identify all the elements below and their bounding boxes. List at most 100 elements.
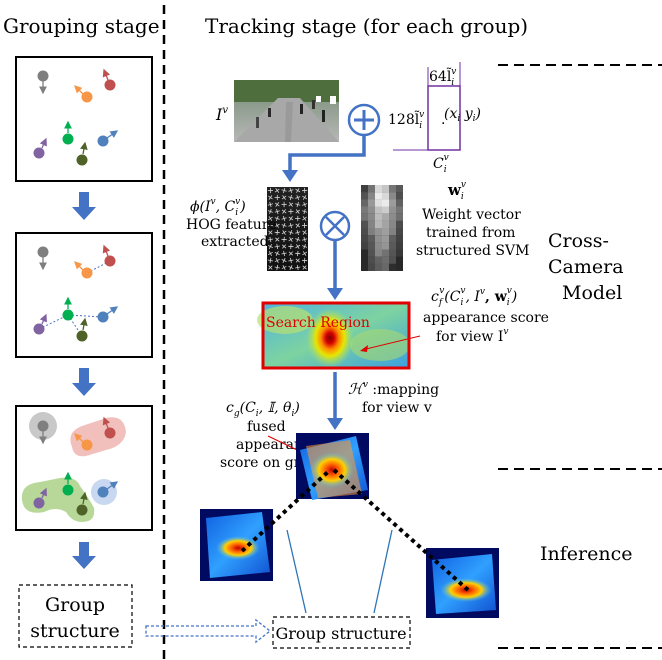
group-link-right [373,529,393,614]
grouping-panel-3 [15,405,153,531]
weight-cell [368,185,375,193]
hog-glyph [268,265,273,270]
hog-glyph [302,195,308,200]
weight-cell [382,228,389,236]
weight-cell [361,185,368,193]
weight-cell [389,235,396,243]
box-center-label: (xi yi) [444,106,481,124]
hog-glyph [295,238,301,241]
camera-image-symbol: Iv [215,105,228,124]
view-plane-right [426,548,499,618]
hog-glyph [296,244,300,249]
weight-cell [382,242,389,250]
person-red [104,79,116,91]
weight-cell [361,213,368,221]
weight-cell [389,185,396,193]
weight-cell [368,192,375,200]
search-region-label: Search Region [266,315,370,331]
mapping-line2: for view v [362,400,432,416]
hog-glyph [288,251,294,256]
down-arrow-3 [72,542,96,569]
weight-cell [361,242,368,250]
weight-cell [396,199,403,207]
hog-glyph [268,195,273,200]
weight-cell [382,220,389,228]
fused-formula: cg(Ci, 𝕀, θi) [226,400,300,419]
hog-glyph [295,196,301,199]
weight-cell [375,256,382,264]
cross-camera-label-line2: Camera [548,256,624,278]
hog-glyph [282,244,287,249]
weight-line4: structured SVM [416,243,529,259]
weight-cell [368,263,375,271]
weight-cell [396,242,403,250]
box-width-label: 64l̃iv [429,67,456,88]
group-structure-left-line2: structure [30,620,120,642]
weight-cell [389,249,396,257]
arrow-plus-to-hog [288,136,366,172]
person-green [62,133,74,145]
weight-cell [382,206,389,214]
weight-cell [382,192,389,200]
weight-cell [375,263,382,271]
group-structure-box-right [272,616,411,649]
hog-glyph [274,266,280,269]
hog-glyph [274,258,280,263]
hollow-transfer-arrow [145,618,272,644]
weight-cell [375,220,382,228]
weight-cell [389,206,396,214]
weight-cell [368,213,375,221]
hog-glyph [276,243,279,250]
bounding-box-diagram [393,62,461,151]
weight-cell [361,206,368,214]
weight-cell [389,192,396,200]
weight-cell [375,206,382,214]
weight-cell [396,206,403,214]
grouping-stage-title: Grouping stage [3,14,160,38]
person-grey [37,70,49,82]
hog-feature-image [267,187,308,271]
hog-glyph [295,258,300,263]
weight-cell [396,256,403,264]
hog-glyph [268,216,273,221]
group-structure-right-label: Group structure [275,624,406,643]
weight-cell [368,206,375,214]
arrow-to-search-region [327,288,343,300]
hog-glyph [295,203,301,206]
appearance-score-line2: appearance score [423,310,549,326]
person-orange [81,91,93,103]
mapping-label: ℋv :mapping [348,380,439,398]
person-dark-green [76,154,88,166]
hog-line2: HOG feature [186,217,277,233]
down-arrow-1 [72,192,96,220]
weight-cell [396,263,403,271]
hog-glyph [303,208,306,215]
hog-glyph [288,202,294,207]
weight-cell [375,249,382,257]
weight-cell [368,235,375,243]
hog-glyph [267,203,274,206]
appearance-score-formula: cfv(Civ, Iv, wiv) [431,286,517,308]
hog-glyph [268,230,273,235]
hog-glyph [295,209,300,214]
weight-cell [396,235,403,243]
hog-glyph [274,188,280,193]
hog-glyph [282,230,286,235]
hog-glyph [281,189,287,192]
weight-cell [396,220,403,228]
cross-camera-label-line1: Cross- [548,230,609,252]
weight-cell [368,256,375,264]
weight-cell [375,192,382,200]
weight-cell [382,185,389,193]
hog-glyph [282,209,286,214]
weight-cell [389,199,396,207]
hog-glyph [269,257,272,264]
weight-cell [361,199,368,207]
appearance-score-line3: for view Iv [436,327,508,345]
hog-glyph [274,202,280,207]
hog-glyph [303,201,306,208]
weight-cell [382,263,389,271]
weight-cell [382,256,389,264]
down-arrow-2 [72,368,96,396]
group-structure-left-line1: Group [45,594,105,616]
